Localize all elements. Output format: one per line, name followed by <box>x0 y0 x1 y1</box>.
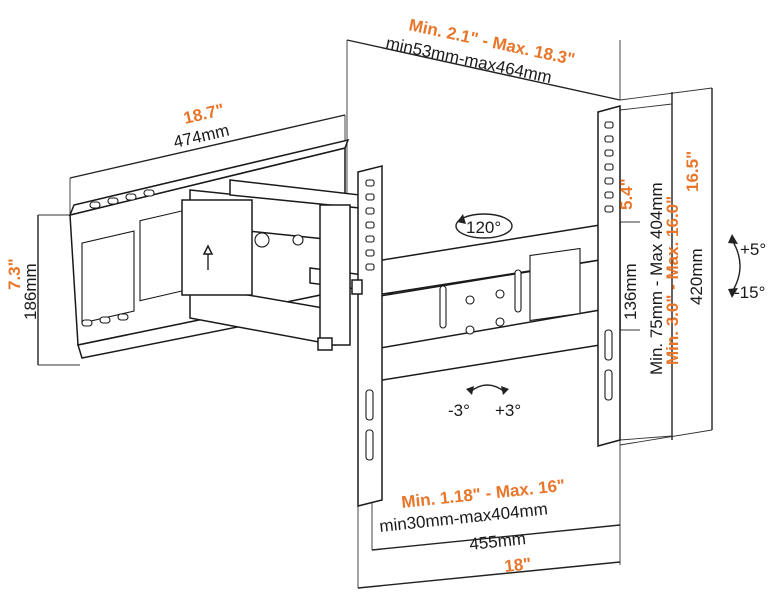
tilt-down-label: -15° <box>734 283 765 302</box>
left-bracket-slots <box>365 179 375 461</box>
right-bracket-slots <box>604 121 614 401</box>
bracket-width-metric-label: 455mm <box>468 529 526 554</box>
vesa-vertical-range-metric-label: Min. 75mm - Max 404mm <box>647 182 666 375</box>
swivel-rotation-icon <box>455 213 513 239</box>
tilt-up-label: +5° <box>740 240 766 259</box>
vesa-vertical-range-imperial-label: Min. 3.0" - Max. 16.0" <box>663 196 682 365</box>
level-rotation-icon <box>469 384 506 393</box>
tilt-rotation-icon <box>731 239 741 293</box>
wall-plate-height-imperial-label: 7.3" <box>5 258 24 290</box>
bracket-height-imperial-label: 16.5" <box>683 151 702 192</box>
cross-bars <box>369 224 601 383</box>
bracket-width-imperial-label: 18" <box>503 554 532 576</box>
dimension-lines <box>37 39 713 589</box>
swivel-angle-label: 120° <box>466 218 501 237</box>
wall-plate-height-metric-label: 186mm <box>21 263 40 320</box>
vesa-vertical-small-imperial-label: 5.4" <box>617 178 636 210</box>
vesa-vertical-small-metric-label: 136mm <box>621 263 640 320</box>
rotation-indicators <box>455 213 741 395</box>
bracket-height-metric-label: 420mm <box>687 248 706 305</box>
level-minus-label: -3° <box>448 401 470 420</box>
level-plus-label: +3° <box>495 401 521 420</box>
tv-brackets <box>317 105 621 507</box>
